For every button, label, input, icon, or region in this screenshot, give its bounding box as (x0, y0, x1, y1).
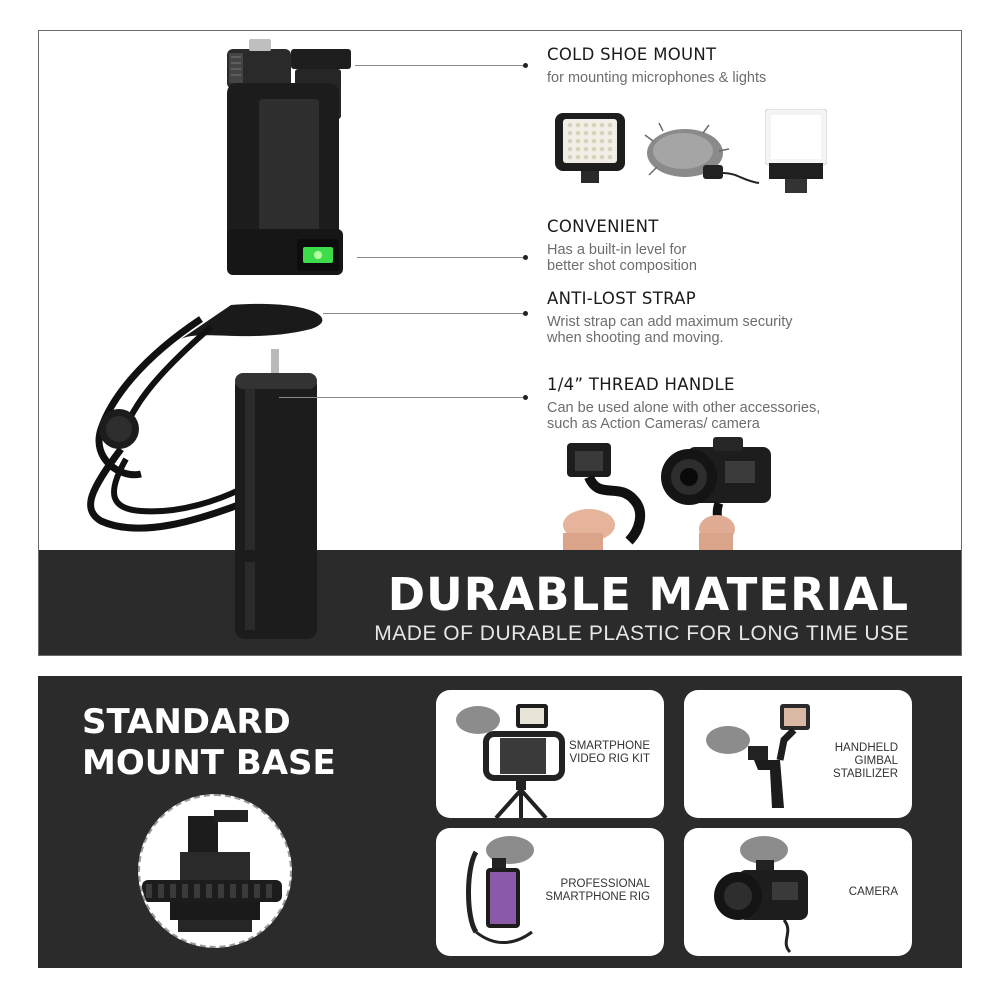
cold-shoe-base-image (138, 794, 292, 948)
use-card-label-line: PROFESSIONAL (560, 878, 650, 890)
feature-desc: for mounting microphones & lights (547, 70, 767, 86)
cold-shoe-base-icon (142, 810, 282, 932)
feature-desc-line: Has a built-in level for (547, 242, 687, 258)
dslr-camera-grip-icon (661, 437, 771, 553)
leader-dot (523, 311, 528, 316)
feature-title: CONVENIENT (547, 217, 659, 236)
feature-desc: Can be used alone with other accessories… (547, 400, 820, 432)
feature-desc-line: Wrist strap can add maximum security (547, 314, 793, 330)
durable-material-banner: DURABLE MATERIAL MADE OF DURABLE PLASTIC… (39, 550, 961, 655)
threaded-handle-icon (235, 550, 317, 639)
use-card-professional-smartphone-rig: PROFESSIONAL SMARTPHONE RIG (436, 828, 664, 956)
action-camera-grip-icon (563, 443, 646, 553)
feature-desc-line: Can be used alone with other accessories… (547, 400, 821, 416)
leader-line (355, 65, 525, 66)
feature-desc: Has a built-in level for better shot com… (547, 242, 697, 274)
leader-line (279, 397, 525, 398)
feature-title: ANTI-LOST STRAP (547, 289, 697, 308)
use-card-label-line: SMARTPHONE RIG (545, 891, 650, 903)
use-card-label-line: HANDHELD (834, 742, 898, 754)
feature-thread-handle: 1/4” THREAD HANDLE Can be used alone wit… (547, 375, 820, 432)
furry-microphone-icon (644, 122, 760, 184)
use-card-label-line: VIDEO RIG KIT (569, 753, 650, 765)
banner-headline: DURABLE MATERIAL (387, 568, 909, 621)
camera-icon (714, 836, 808, 954)
mount-title: STANDARD MOUNT BASE (82, 702, 336, 784)
leader-dot (523, 255, 528, 260)
use-card-label: HANDHELD GIMBAL STABILIZER (788, 742, 898, 781)
feature-anti-lost-strap: ANTI-LOST STRAP Wrist strap can add maxi… (547, 289, 793, 346)
use-card-smartphone-video-rig: SMARTPHONE VIDEO RIG KIT (436, 690, 664, 818)
feature-title: COLD SHOE MOUNT (547, 45, 717, 64)
standard-mount-base-panel: STANDARD MOUNT BASE (38, 676, 962, 968)
leader-dot (523, 63, 528, 68)
feature-desc-line: such as Action Cameras/ camera (547, 416, 760, 432)
use-card-label-line: GIMBAL (854, 755, 898, 767)
use-card-label-line: STABILIZER (833, 768, 898, 780)
led-light-icon (555, 113, 625, 183)
gimbal-icon (706, 704, 810, 808)
product-feature-panel: COLD SHOE MOUNT for mounting microphones… (38, 30, 962, 656)
mount-title-line: STANDARD (82, 702, 291, 742)
banner-subline: MADE OF DURABLE PLASTIC FOR LONG TIME US… (374, 622, 909, 645)
leader-dot (523, 395, 528, 400)
use-card-label: CAMERA (788, 886, 898, 899)
use-card-label-line: CAMERA (848, 886, 898, 898)
feature-title: 1/4” THREAD HANDLE (547, 375, 735, 394)
use-card-label: SMARTPHONE VIDEO RIG KIT (540, 740, 650, 766)
use-card-handheld-gimbal: HANDHELD GIMBAL STABILIZER (684, 690, 912, 818)
feature-desc: Wrist strap can add maximum security whe… (547, 314, 793, 346)
use-card-label: PROFESSIONAL SMARTPHONE RIG (520, 878, 650, 904)
mount-title-line: MOUNT BASE (82, 743, 336, 783)
smartphone-rig-icon (466, 836, 534, 945)
mini-led-light-icon (765, 109, 827, 193)
use-card-camera: CAMERA (684, 828, 912, 956)
leader-line (357, 257, 525, 258)
feature-desc-line: when shooting and moving. (547, 330, 724, 346)
phone-clip-mount-image (227, 39, 351, 275)
feature-convenient: CONVENIENT Has a built-in level for bett… (547, 217, 697, 274)
use-card-label-line: SMARTPHONE (569, 740, 650, 752)
leader-line (323, 313, 525, 314)
feature-cold-shoe: COLD SHOE MOUNT for mounting microphones… (547, 45, 766, 86)
video-rig-icon (456, 704, 565, 818)
feature-desc-line: better shot composition (547, 258, 697, 274)
